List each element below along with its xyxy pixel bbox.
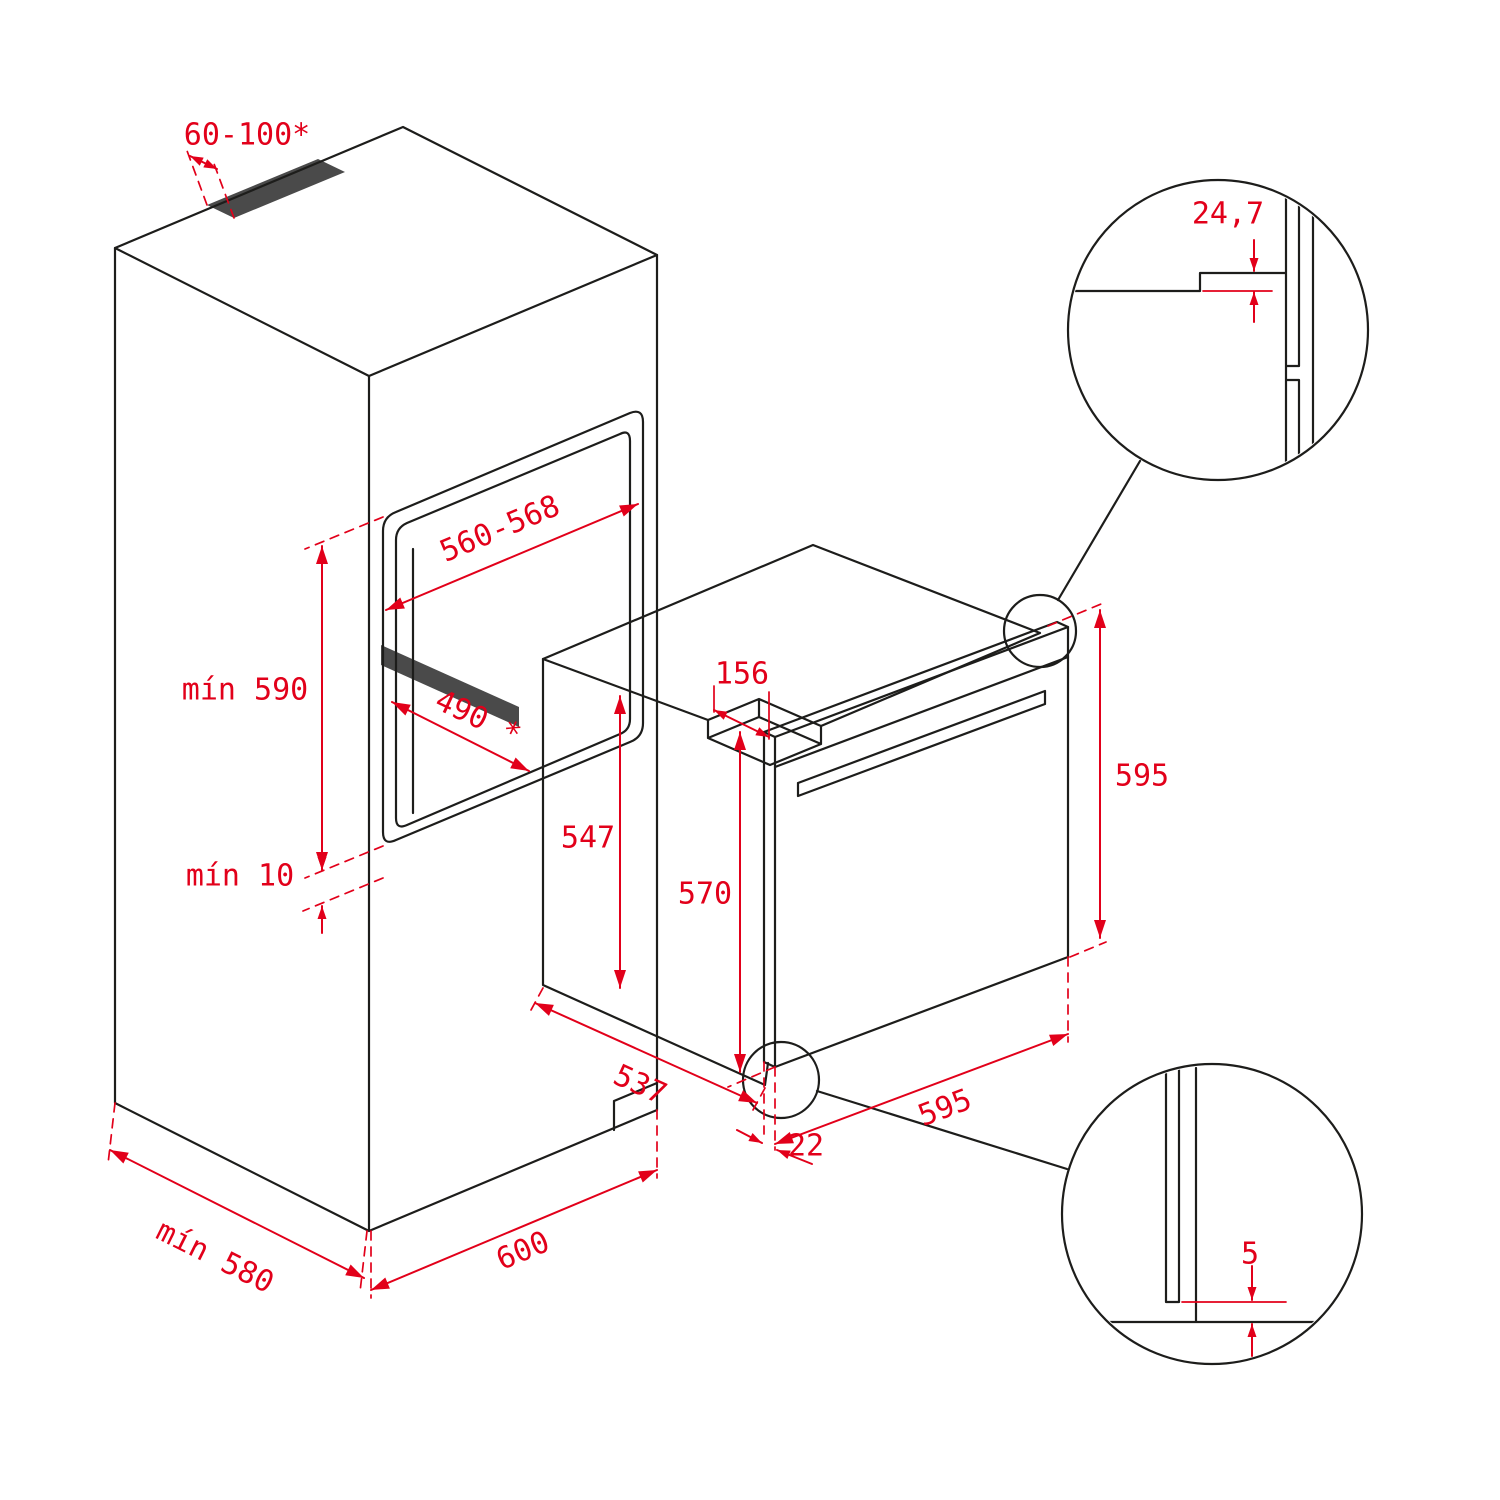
ext-top-recess	[713, 685, 770, 740]
dim-door-thickness-a	[736, 1129, 763, 1144]
vent-slot	[207, 159, 345, 218]
dim-label-vent-width: 60-100*	[184, 118, 310, 153]
callout-leader-top	[1056, 459, 1142, 602]
dim-vent-width	[189, 155, 218, 170]
ext-oven-depth	[530, 987, 766, 1111]
ext-cabinet-depth	[107, 1102, 368, 1293]
dim-label-detail-bottom: 5	[1241, 1237, 1259, 1272]
ext-door-height	[1047, 601, 1107, 958]
oven-top-recess-notch	[706, 697, 823, 767]
dim-niche-depth	[391, 701, 530, 772]
oven-control-panel-line	[773, 655, 1070, 769]
dim-label-oven-body-height: 547	[561, 821, 615, 856]
ext-vent	[185, 147, 235, 219]
callout-source-circle-top	[1002, 593, 1078, 669]
dim-cabinet-depth	[109, 1149, 365, 1279]
dim-cabinet-width	[370, 1169, 658, 1291]
dim-label-niche-height: mín 590	[182, 673, 308, 708]
dim-top-recess	[713, 709, 770, 738]
dim-oven-depth	[534, 1002, 758, 1104]
ext-bottom-clearance	[302, 877, 384, 912]
detail-top-content	[1070, 183, 1315, 477]
dim-label-door-thickness: 22	[788, 1129, 824, 1164]
oven-handle	[796, 689, 1047, 798]
detail-bottom-content	[1096, 1066, 1328, 1324]
dim-label-bottom-clearance: mín 10	[186, 859, 294, 894]
dim-label-oven-front-height: 570	[678, 877, 732, 912]
dim-door-thickness-b	[776, 1149, 813, 1165]
dim-niche-width	[385, 503, 639, 611]
detail-circle-bottom	[1060, 1062, 1364, 1366]
dim-label-top-recess: 156	[715, 657, 769, 692]
detail-circle-top	[1066, 178, 1370, 482]
detail-bottom-profile	[1096, 1066, 1328, 1324]
extension-lines-solid	[713, 290, 1287, 1303]
dim-label-detail-top: 24,7	[1192, 197, 1264, 232]
dim-door-width	[774, 1033, 1069, 1145]
dimension-graphics	[107, 147, 1287, 1357]
detail-top-profile	[1070, 183, 1315, 477]
dim-label-door-height: 595	[1115, 759, 1169, 794]
dimension-arrows	[109, 155, 1259, 1357]
ext-niche-height	[304, 516, 384, 879]
